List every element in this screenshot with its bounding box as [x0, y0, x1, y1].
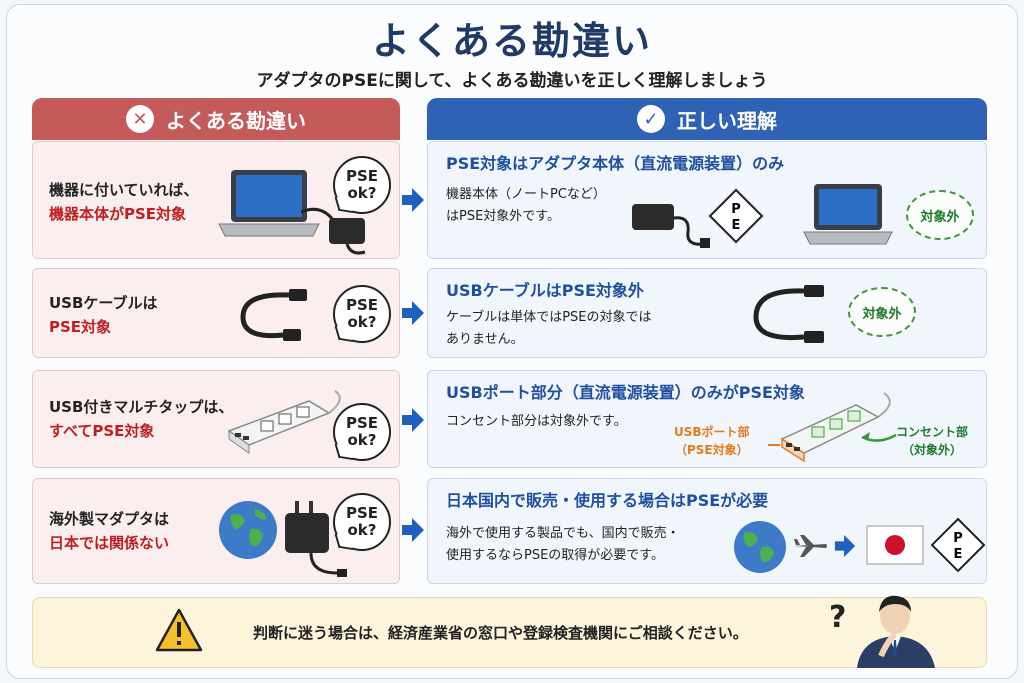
- globe-icon: [734, 521, 786, 573]
- outlet-label: コンセント部: [896, 425, 969, 439]
- right-column-header: ✓ 正しい理解: [427, 98, 987, 140]
- svg-text:E: E: [954, 547, 963, 562]
- wrong-text-1b: 機器本体がPSE対象: [49, 205, 187, 223]
- right-body-3a: コンセント部分は対象外です。: [446, 414, 627, 429]
- wrong-text-3b: すべてPSE対象: [49, 422, 155, 440]
- usb-port-label: USBポート部: [674, 425, 750, 439]
- page-subtitle: アダプタのPSEに関して、よくある勘違いを正しく理解しましょう: [256, 71, 768, 91]
- laptop-icon: [218, 170, 320, 237]
- arrow-right-icon: [834, 535, 856, 557]
- warning-icon: [155, 608, 203, 652]
- page-title: よくある勘違い: [371, 19, 652, 63]
- pse-ok-bubble: PSE ok?: [333, 156, 391, 214]
- right-title-2: USBケーブルはPSE対象外: [446, 281, 644, 300]
- right-body-4b: 使用するならPSEの取得が必要です。: [446, 548, 665, 563]
- wrong-card-1: 機器に付いていれば、 機器本体がPSE対象 PSE ok?: [32, 141, 400, 259]
- svg-text:E: E: [732, 218, 741, 233]
- bubble-line1: PSE: [345, 167, 379, 185]
- wrong-text-3a: USB付きマルチタップは、: [49, 398, 234, 416]
- wrong-text-2a: USBケーブルは: [49, 294, 158, 312]
- wrong-text-1a: 機器に付いていれば、: [49, 181, 199, 199]
- arrow-right-icon: [402, 518, 424, 542]
- right-card-3: USBポート部分（直流電源装置）のみがPSE対象 コンセント部分は対象外です。 …: [427, 370, 987, 468]
- right-title-4: 日本国内で販売・使用する場合はPSEが必要: [446, 491, 769, 510]
- svg-text:P: P: [731, 202, 741, 217]
- exempt-tag-2: 対象外: [848, 287, 916, 337]
- power-strip-icon: [227, 390, 341, 454]
- adapter-icon: [632, 204, 710, 248]
- advice-text: 判断に迷う場合は、経済産業省の窓口や登録検査機関にご相談ください。: [253, 624, 748, 642]
- wrong-card-4: 海外製マダプタは 日本では関係ない PSE ok?: [32, 478, 400, 584]
- x-circle-icon: ✕: [126, 105, 154, 133]
- pse-diamond-mark: P E: [708, 188, 764, 244]
- bubble-line2: ok?: [347, 184, 377, 202]
- wrong-text-4a: 海外製マダプタは: [49, 510, 170, 528]
- wrong-card-3: USB付きマルチタップは、 すべてPSE対象 PSE ok?: [32, 370, 400, 468]
- green-arrow-icon: [861, 432, 897, 442]
- pse-ok-bubble: PSE ok?: [333, 493, 391, 551]
- right-body-4a: 海外で使用する製品でも、国内で販売・: [446, 526, 680, 541]
- wrong-column-header: ✕ よくある勘違い: [32, 98, 400, 140]
- arrow-right-icon: [402, 188, 424, 212]
- advice-banner: 判断に迷う場合は、経済産業省の窓口や登録検査機関にご相談ください。 ?: [32, 595, 987, 668]
- pse-ok-bubble: PSE ok?: [333, 403, 391, 461]
- right-title-3: USBポート部分（直流電源装置）のみがPSE対象: [446, 383, 805, 402]
- arrow-right-icon: [402, 408, 424, 432]
- usb-port-sublabel: （PSE対象）: [674, 443, 749, 457]
- businessman-icon: [857, 595, 935, 668]
- adapter-icon: [301, 207, 366, 255]
- right-body-1b: はPSE対象外です。: [446, 209, 561, 224]
- question-mark: ?: [829, 600, 847, 635]
- right-card-1: PSE対象はアダプタ本体（直流電源装置）のみ 機器本体（ノートPCなど） はPS…: [427, 141, 987, 259]
- check-circle-icon: ✓: [637, 105, 665, 133]
- pse-diamond-mark: P E: [930, 517, 986, 573]
- outlet-sublabel: （対象外）: [902, 443, 963, 457]
- wrong-text-2b: PSE対象: [49, 318, 112, 336]
- exempt-tag-1: 対象外: [906, 190, 974, 240]
- power-strip-icon: [768, 392, 891, 463]
- right-column-label: 正しい理解: [677, 108, 777, 133]
- right-body-2a: ケーブルは単体ではPSEの対象では: [446, 310, 652, 325]
- japan-flag-icon: [866, 525, 924, 565]
- right-body-1a: 機器本体（ノートPCなど）: [446, 187, 606, 202]
- right-card-4: 日本国内で販売・使用する場合はPSEが必要 海外で使用する製品でも、国内で販売・…: [427, 478, 987, 584]
- globe-icon: [219, 501, 277, 559]
- laptop-icon: [803, 184, 893, 245]
- usb-cable-icon: [240, 289, 307, 341]
- usb-cable-icon: [753, 285, 824, 343]
- arrow-right-icon: [402, 301, 424, 325]
- adapter-plug-icon: [285, 501, 347, 577]
- svg-text:P: P: [953, 531, 963, 546]
- wrong-text-4b: 日本では関係ない: [49, 534, 170, 552]
- wrong-column-label: よくある勘違い: [166, 108, 306, 133]
- wrong-card-2: USBケーブルは PSE対象 PSE ok?: [32, 268, 400, 358]
- right-body-2b: ありません。: [446, 332, 524, 347]
- right-title-1: PSE対象はアダプタ本体（直流電源装置）のみ: [446, 154, 785, 173]
- right-card-2: USBケーブルはPSE対象外 ケーブルは単体ではPSEの対象では ありません。 …: [427, 268, 987, 358]
- pse-ok-bubble: PSE ok?: [333, 285, 391, 343]
- airplane-icon: [794, 535, 827, 557]
